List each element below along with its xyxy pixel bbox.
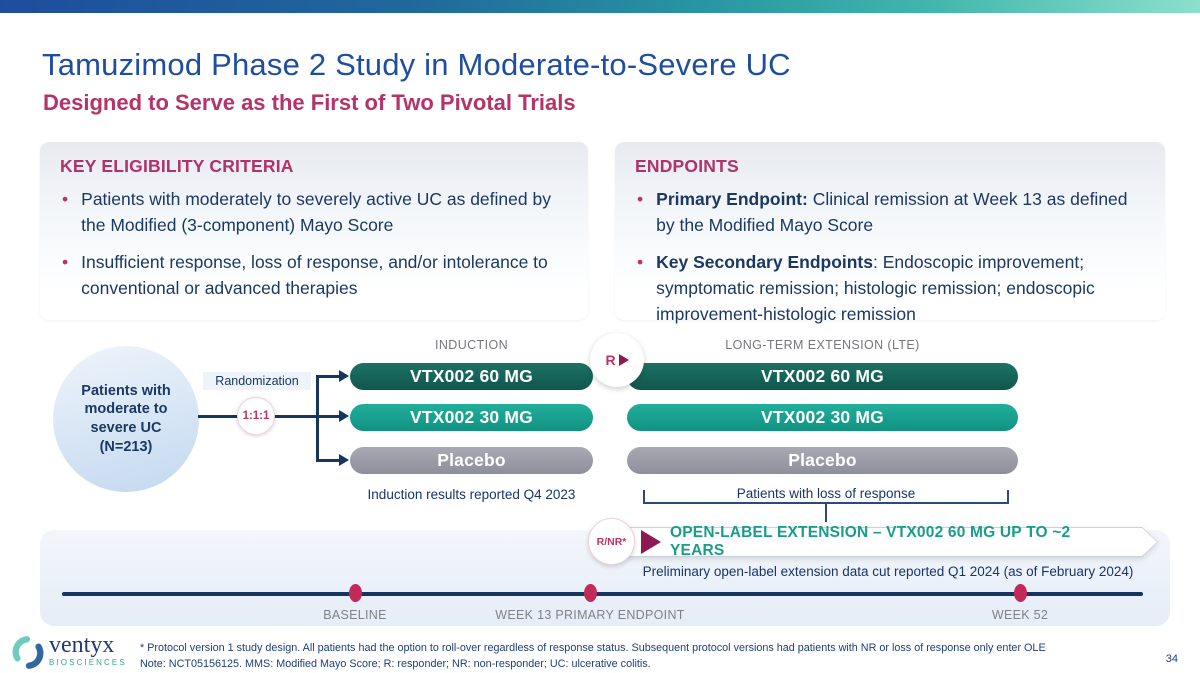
population-line-2: moderate to: [84, 401, 168, 418]
footnote-line-1: * Protocol version 1 study design. All p…: [140, 642, 1046, 654]
timeline-label-week13: WEEK 13 PRIMARY ENDPOINT: [495, 608, 685, 622]
endpoints-bullet-1-rest: Clinical remission at Week 13 as defined…: [656, 189, 1128, 236]
eligibility-heading: KEY ELIGIBILITY CRITERIA: [60, 156, 294, 176]
endpoints-bullet-2: • Key Secondary Endpoints: Endoscopic im…: [637, 249, 1149, 328]
population-circle: Patients with moderate to severe UC (N=2…: [53, 346, 199, 492]
bullet-dot-icon: •: [62, 251, 69, 272]
eligibility-card: KEY ELIGIBILITY CRITERIA • Patients with…: [40, 142, 588, 320]
endpoints-bullet-1: • Primary Endpoint: Clinical remission a…: [637, 186, 1149, 239]
population-line-3: severe UC: [90, 420, 162, 436]
induction-phase-label: INDUCTION: [434, 338, 509, 352]
timeline-dot-baseline: [349, 584, 362, 602]
randomization-ratio-badge: 1:1:1: [237, 397, 275, 435]
loss-of-response-bracket-stem: [825, 504, 827, 522]
endpoints-card: ENDPOINTS • Primary Endpoint: Clinical r…: [615, 142, 1165, 324]
ventyx-logo-text: ventyx BIOSCIENCES: [49, 632, 127, 668]
footnote-line-2: Note: NCT05156125. MMS: Modified Mayo Sc…: [140, 658, 651, 671]
footnotes: * Protocol version 1 study design. All p…: [140, 640, 1046, 672]
connector-line: [318, 375, 339, 378]
population-line-4: (N=213): [99, 438, 153, 455]
open-label-extension-label: OPEN-LABEL EXTENSION – VTX002 60 MG UP T…: [670, 524, 1071, 559]
bullet-dot-icon: •: [637, 189, 644, 209]
responder-badge: R: [590, 333, 644, 387]
timeline-dot-week13: [584, 584, 597, 602]
timeline-label-baseline: BASELINE: [323, 608, 387, 622]
arm-pill-placebo-induction: Placebo: [350, 447, 593, 474]
bullet-dot-icon: •: [637, 251, 644, 272]
randomization-label: Randomization: [203, 372, 311, 390]
loss-of-response-label: Patients with loss of response: [736, 486, 916, 501]
eligibility-bullet-1-text: Patients with moderately to severely act…: [81, 189, 551, 236]
timeline-track: [62, 592, 1143, 596]
open-label-extension-banner: OPEN-LABEL EXTENSION – VTX002 60 MG UP T…: [622, 524, 1158, 559]
timeline-dot-week52: [1014, 584, 1027, 602]
page-number: 34: [1165, 653, 1178, 665]
endpoints-bullet-2-text: Key Secondary Endpoints: Endoscopic impr…: [656, 249, 1149, 328]
responder-label: R: [605, 352, 616, 368]
endpoints-bullet-2-lead: Key Secondary Endpoints: [656, 251, 873, 272]
responder-nonresponder-badge: R/NR*: [588, 518, 635, 565]
page-title: Tamuzimod Phase 2 Study in Moderate-to-S…: [42, 47, 791, 82]
eligibility-bullet-1: • Patients with moderately to severely a…: [62, 186, 572, 239]
banner-fill: [623, 528, 1157, 556]
endpoints-heading: ENDPOINTS: [635, 156, 739, 176]
population-line-1: Patients with: [81, 382, 171, 399]
arm-pill-vtx002-30mg-induction: VTX002 30 MG: [350, 404, 593, 431]
arrow-right-icon: [339, 410, 349, 422]
arrow-right-icon: [339, 454, 349, 466]
ole-data-cut-note: Preliminary open-label extension data cu…: [642, 564, 1134, 579]
endpoints-bullet-1-text: Primary Endpoint: Clinical remission at …: [656, 186, 1149, 239]
arrow-right-icon: [339, 370, 349, 382]
arm-pill-vtx002-60mg-induction: VTX002 60 MG: [350, 363, 593, 390]
top-accent-bar: [0, 0, 1200, 13]
timeline-label-week52: WEEK 52: [991, 608, 1049, 622]
loss-of-response-bracket: [643, 490, 1009, 504]
eligibility-bullet-2: • Insufficient response, loss of respons…: [62, 249, 572, 302]
endpoints-bullet-1-lead: Primary Endpoint:: [656, 189, 808, 209]
ventyx-wordmark: ventyx: [49, 632, 115, 658]
page-subtitle: Designed to Serve as the First of Two Pi…: [43, 90, 576, 115]
connector-line: [318, 459, 339, 462]
connector-branch-line: [316, 375, 319, 462]
play-icon: [618, 354, 629, 366]
arm-pill-vtx002-60mg-lte: VTX002 60 MG: [627, 363, 1018, 390]
ventyx-biosciences-label: BIOSCIENCES: [49, 658, 127, 668]
endpoints-bullet-2-rest: : Endoscopic improvement; symptomatic re…: [656, 251, 1095, 325]
induction-results-note: Induction results reported Q4 2023: [367, 487, 576, 502]
bullet-dot-icon: •: [62, 189, 69, 209]
ventyx-logo: ventyx BIOSCIENCES: [10, 633, 127, 671]
connector-line: [318, 415, 339, 418]
ventyx-logo-icon: [12, 636, 44, 669]
play-icon: [641, 530, 661, 554]
arm-pill-vtx002-30mg-lte: VTX002 30 MG: [627, 404, 1018, 431]
lte-phase-label: LONG-TERM EXTENSION (LTE): [725, 338, 920, 352]
arm-pill-placebo-lte: Placebo: [627, 447, 1018, 474]
eligibility-bullet-2-text: Insufficient response, loss of response,…: [81, 251, 548, 298]
